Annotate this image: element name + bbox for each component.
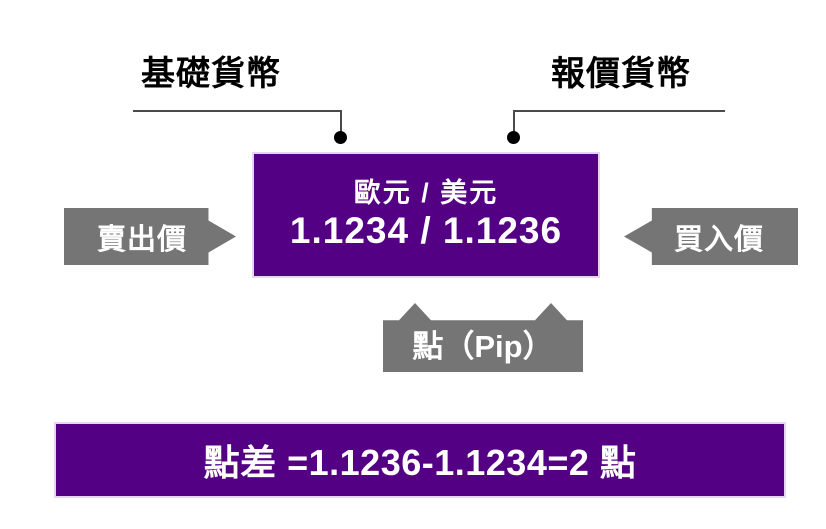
currency-pair-name: 歐元 / 美元	[353, 177, 499, 208]
currency-pair-quote-box: 歐元 / 美元 1.1234 / 1.1236	[252, 152, 600, 278]
pip-callout-label: 點（Pip）	[412, 329, 554, 364]
spread-formula-text: 點差 =1.1236-1.1234=2 點	[203, 442, 637, 483]
base-currency-leader-vertical-line	[340, 110, 342, 136]
currency-pair-prices: 1.1234 / 1.1236	[289, 209, 563, 251]
base-currency-leader-dot	[334, 131, 347, 144]
quote-currency-leader-vertical-line	[513, 110, 515, 136]
base-currency-leader-horizontal-line	[133, 110, 342, 112]
buy-price-banner: 買入價	[624, 208, 798, 265]
sell-price-label: 賣出價	[96, 223, 187, 256]
spread-formula-banner: 點差 =1.1236-1.1234=2 點	[54, 422, 786, 498]
quote-currency-label: 報價貨幣	[551, 55, 691, 93]
base-currency-label: 基礎貨幣	[141, 55, 281, 93]
sell-price-banner: 賣出價	[64, 208, 236, 265]
pip-callout-banner: 點（Pip）	[383, 303, 583, 372]
quote-currency-leader-dot	[507, 131, 520, 144]
quote-currency-leader-horizontal-line	[513, 110, 725, 112]
buy-price-label: 買入價	[673, 223, 764, 256]
